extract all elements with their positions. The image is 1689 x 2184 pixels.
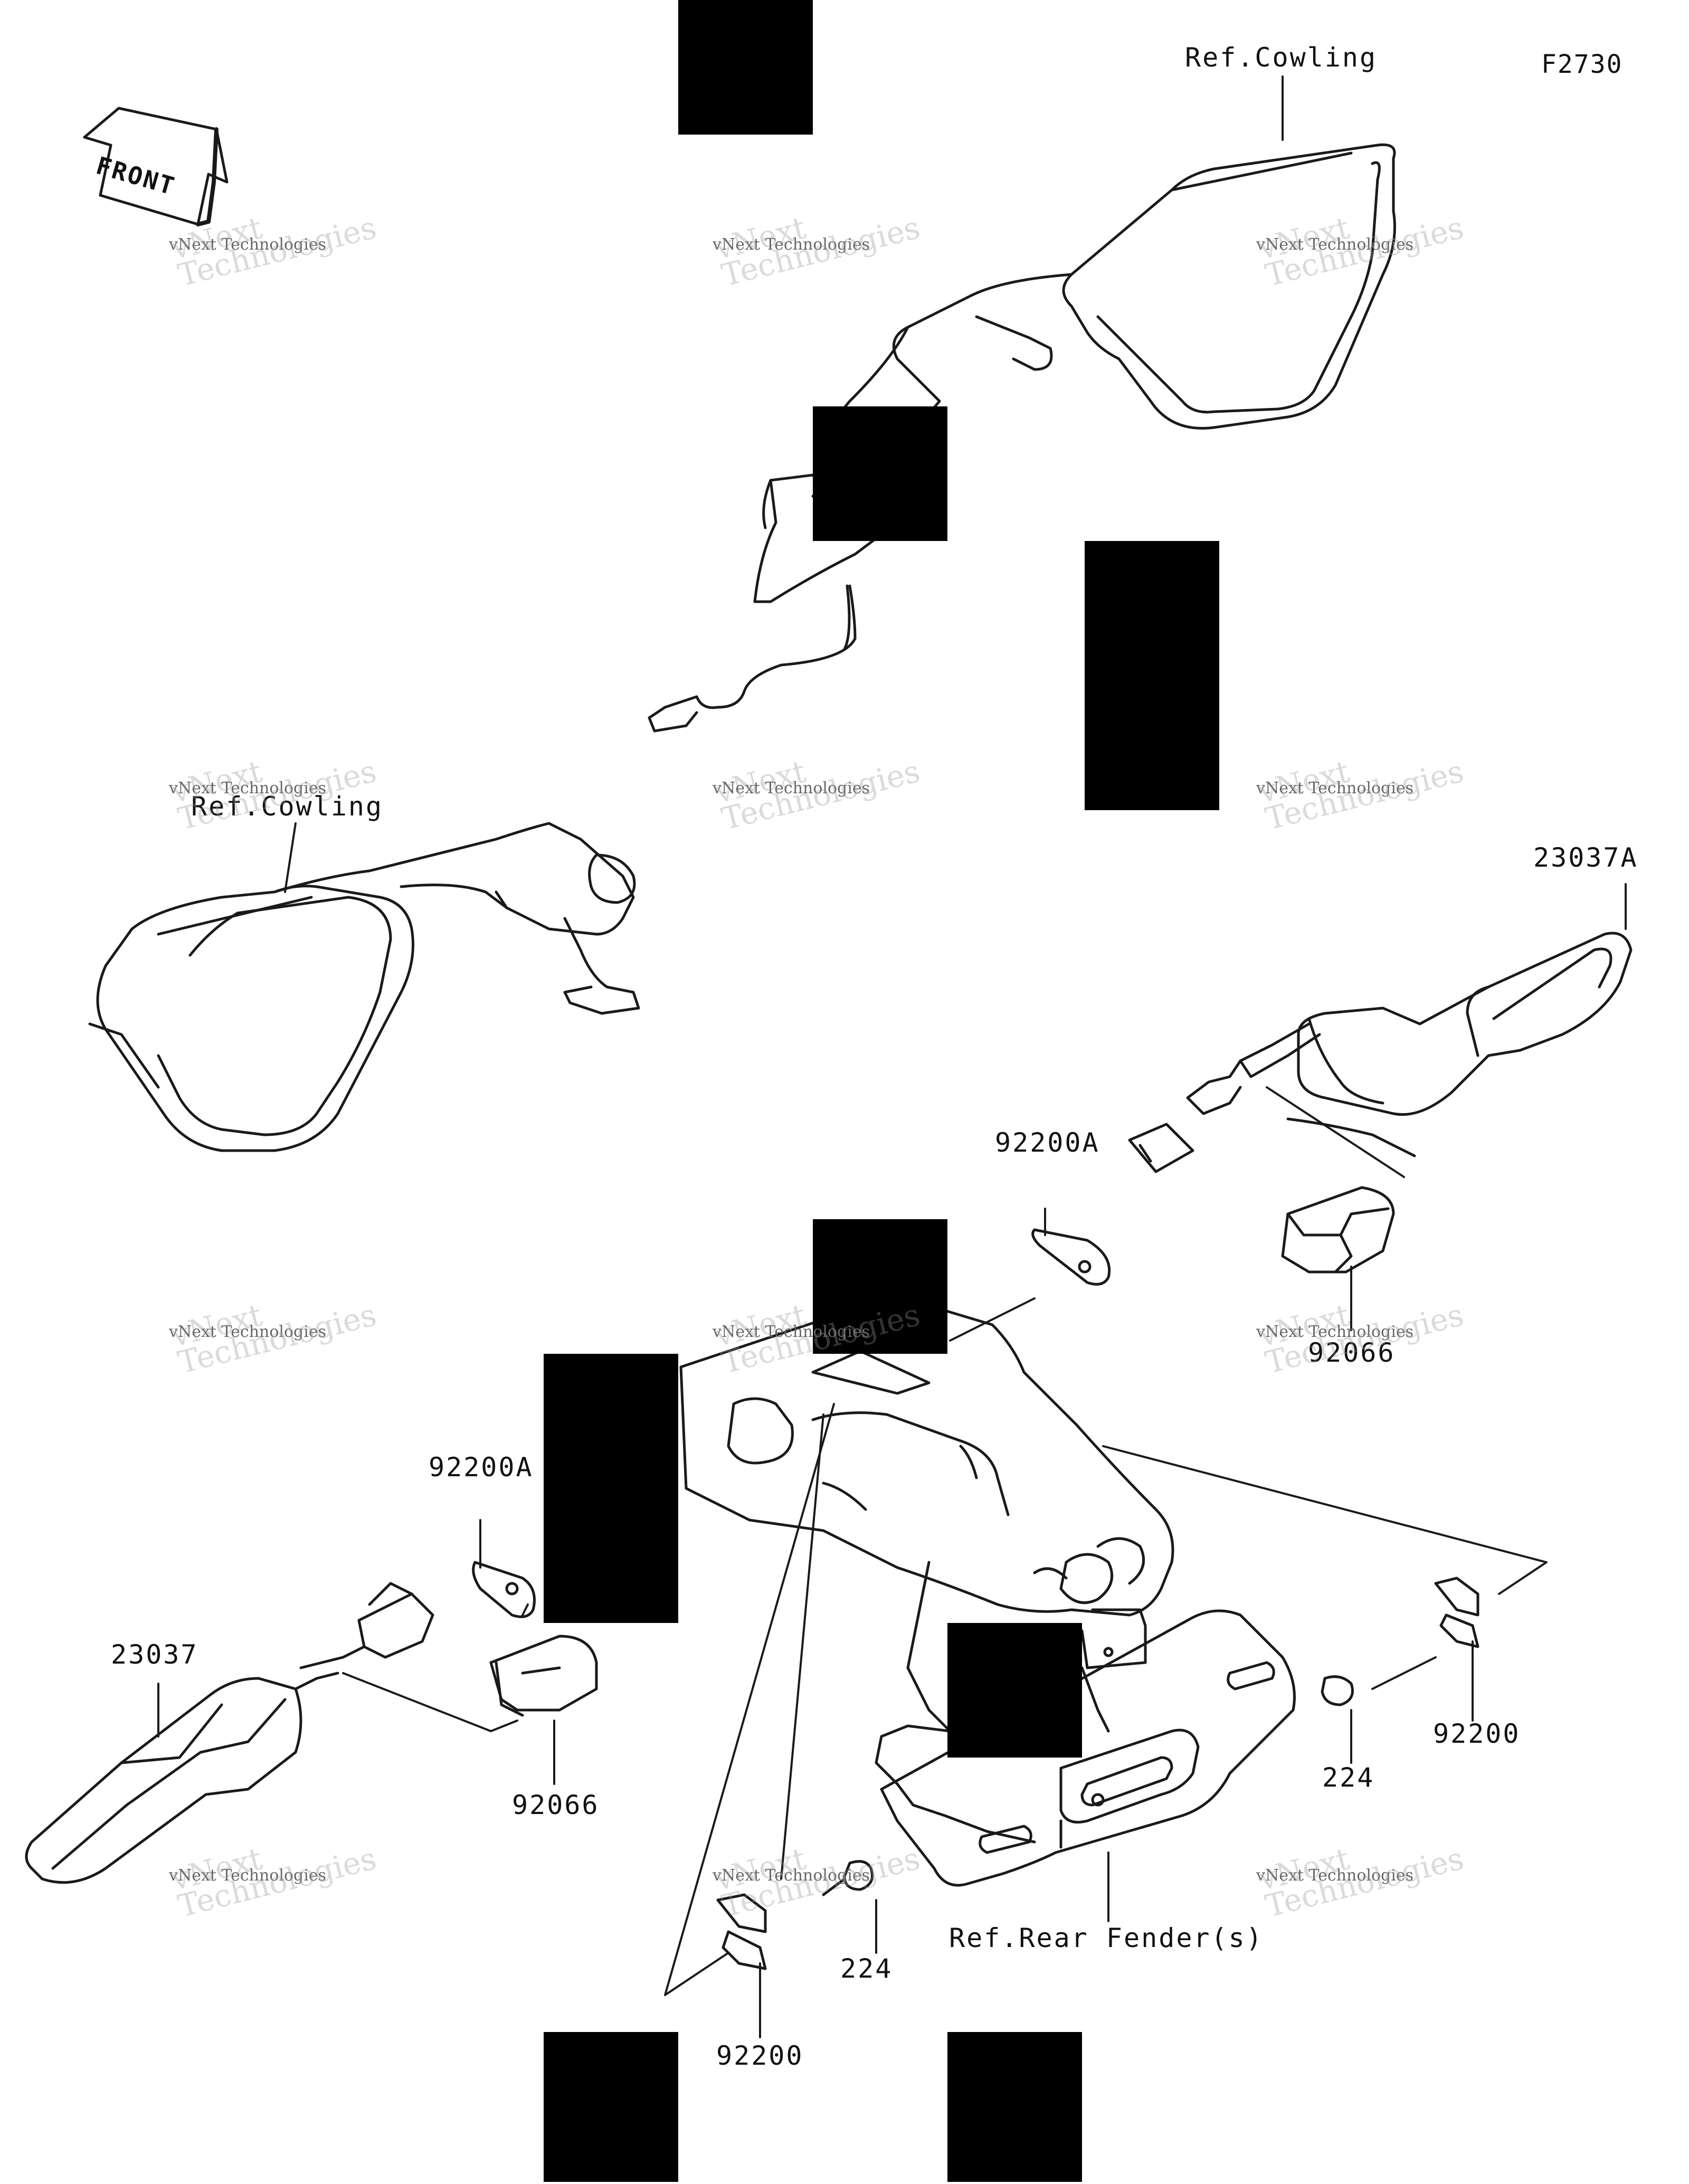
clip-92200-bottom (716, 1893, 767, 1970)
rear-fender-drawing (679, 1307, 1296, 1887)
leader-lines (157, 75, 1627, 2038)
redaction-block (544, 1354, 678, 1623)
callout-ref-cowling-left: Ref.Cowling (191, 791, 384, 822)
redaction-block (678, 0, 813, 135)
callout-92066-left: 92066 (512, 1790, 600, 1820)
callout-ref-rear-fender: Ref.Rear Fender(s) (949, 1923, 1264, 1953)
callout-224-right: 224 (1322, 1762, 1375, 1793)
redaction-block (947, 2032, 1082, 2182)
callout-92200-bottom: 92200 (716, 2040, 804, 2071)
right-mirror-drawing (648, 143, 1396, 733)
redaction-block (813, 1219, 947, 1354)
redaction-block (813, 406, 947, 541)
redaction-block (947, 1623, 1082, 1758)
callout-92200A-left: 92200A (429, 1452, 534, 1483)
left-turn-signal-drawing (25, 1582, 598, 1884)
washer-92200A-right (1031, 1228, 1111, 1286)
bolt-224-right (1321, 1675, 1354, 1706)
right-turn-signal-drawing (1128, 932, 1633, 1274)
callout-ref-cowling-top: Ref.Cowling (1185, 42, 1378, 73)
front-arrow-icon (83, 107, 229, 226)
callout-23037: 23037 (111, 1639, 198, 1670)
callout-23037A: 23037A (1533, 842, 1638, 873)
clip-92200-right (1434, 1577, 1479, 1648)
washer-92200A-left (472, 1561, 536, 1618)
callout-224-bottom: 224 (840, 1953, 893, 1984)
redaction-block (1085, 541, 1219, 810)
callout-92066-right: 92066 (1308, 1337, 1396, 1368)
bolt-224-bottom (822, 1860, 874, 1896)
callout-92200A-right: 92200A (995, 1127, 1100, 1158)
figure-id: F2730 (1541, 50, 1623, 79)
left-mirror-drawing (88, 822, 640, 1152)
callout-92200-right: 92200 (1433, 1718, 1521, 1749)
redaction-block (544, 2032, 678, 2182)
redaction-blocks (544, 0, 1219, 2182)
